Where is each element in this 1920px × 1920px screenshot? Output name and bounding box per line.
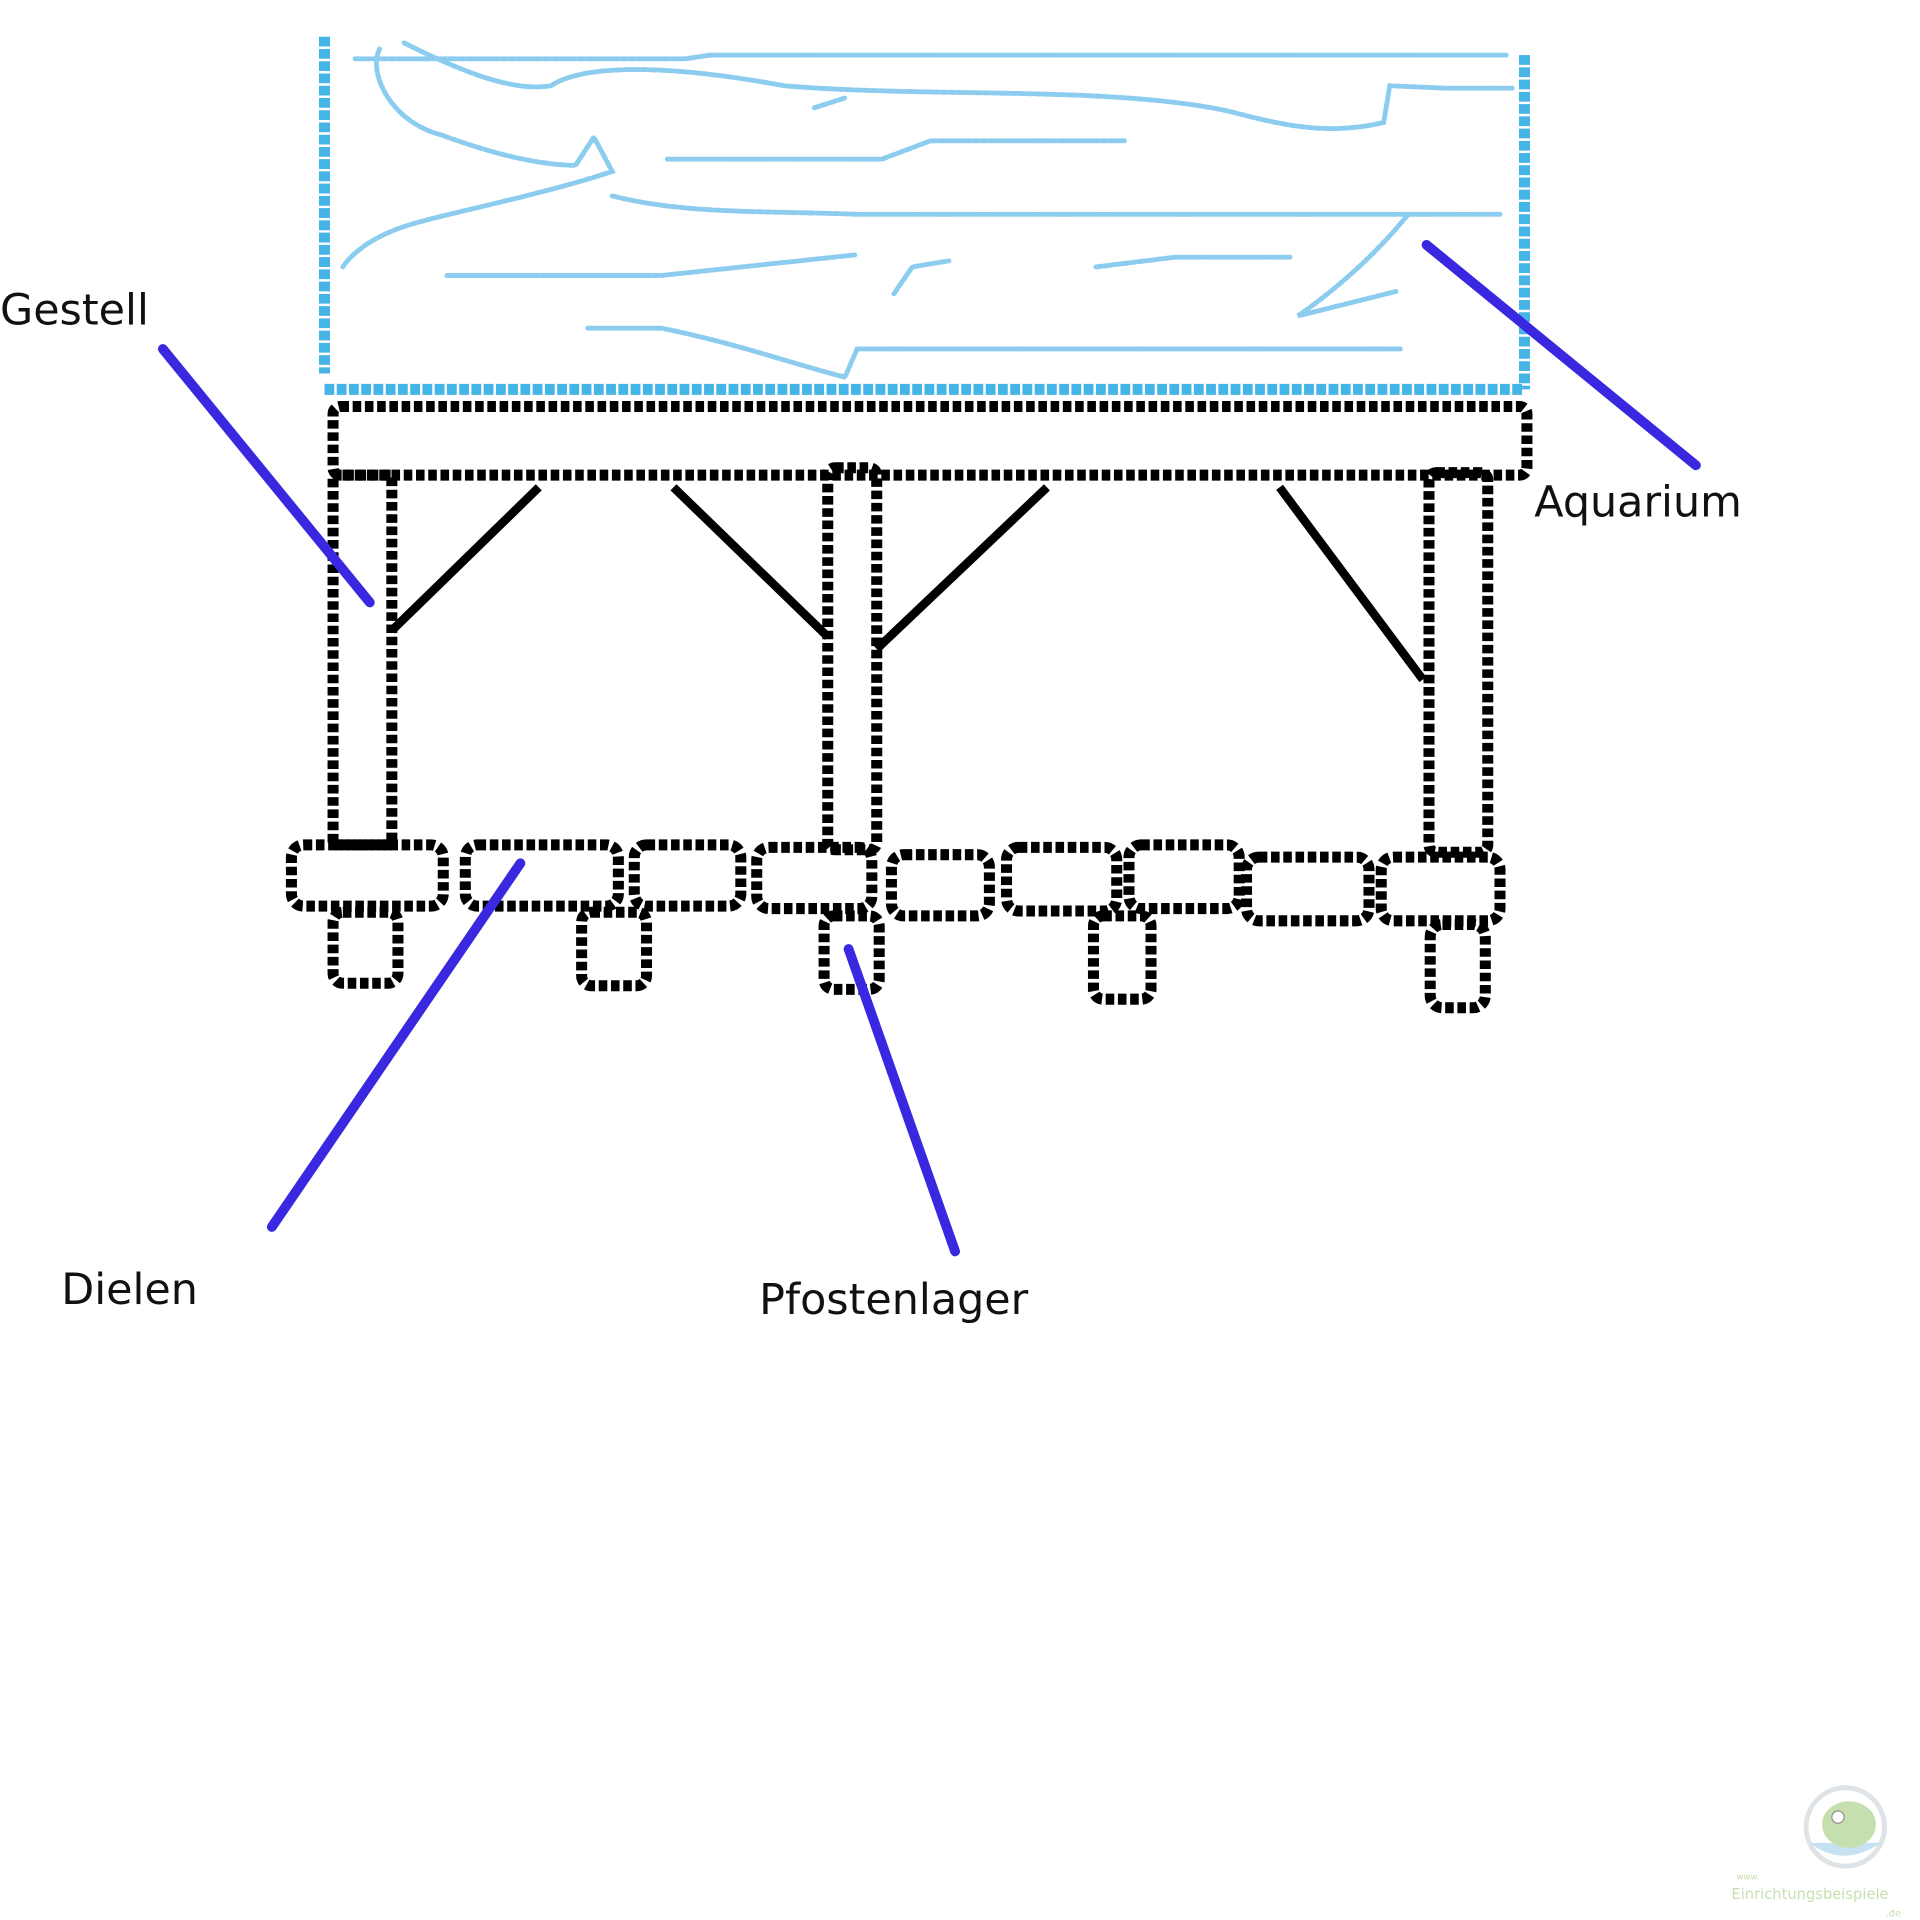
planks: [285, 839, 1506, 927]
label-post-bases: Pfostenlager: [759, 1275, 1028, 1325]
planks-leader-line: [266, 858, 526, 1232]
frame: [327, 401, 1533, 858]
label-frame: Gestell: [0, 285, 149, 335]
middle-post: [822, 462, 883, 856]
watermark-suffix: .de: [1886, 1908, 1901, 1919]
watermark-logo: www. Einrichtungsbeispiele .de: [1731, 1785, 1901, 1919]
post-bases-leader-line: [843, 944, 960, 1257]
post-bases: [327, 906, 1491, 1014]
frame-leader-line: [157, 344, 375, 608]
label-planks: Dielen: [61, 1265, 198, 1315]
leader-lines: [157, 240, 1701, 1257]
watermark-prefix: www.: [1736, 1873, 1759, 1883]
water-hatching: [340, 40, 1515, 381]
diagonal-braces: [388, 484, 1427, 683]
aquarium: [318, 36, 1530, 395]
left-post: [327, 469, 398, 851]
aquarium-glass-outline: [318, 36, 1530, 395]
right-post: [1423, 467, 1494, 858]
label-aquarium: Aquarium: [1534, 478, 1742, 528]
aquarium-leader-line: [1421, 240, 1701, 471]
top-beam: [327, 401, 1533, 481]
watermark-name: Einrichtungsbeispiele: [1731, 1886, 1888, 1903]
